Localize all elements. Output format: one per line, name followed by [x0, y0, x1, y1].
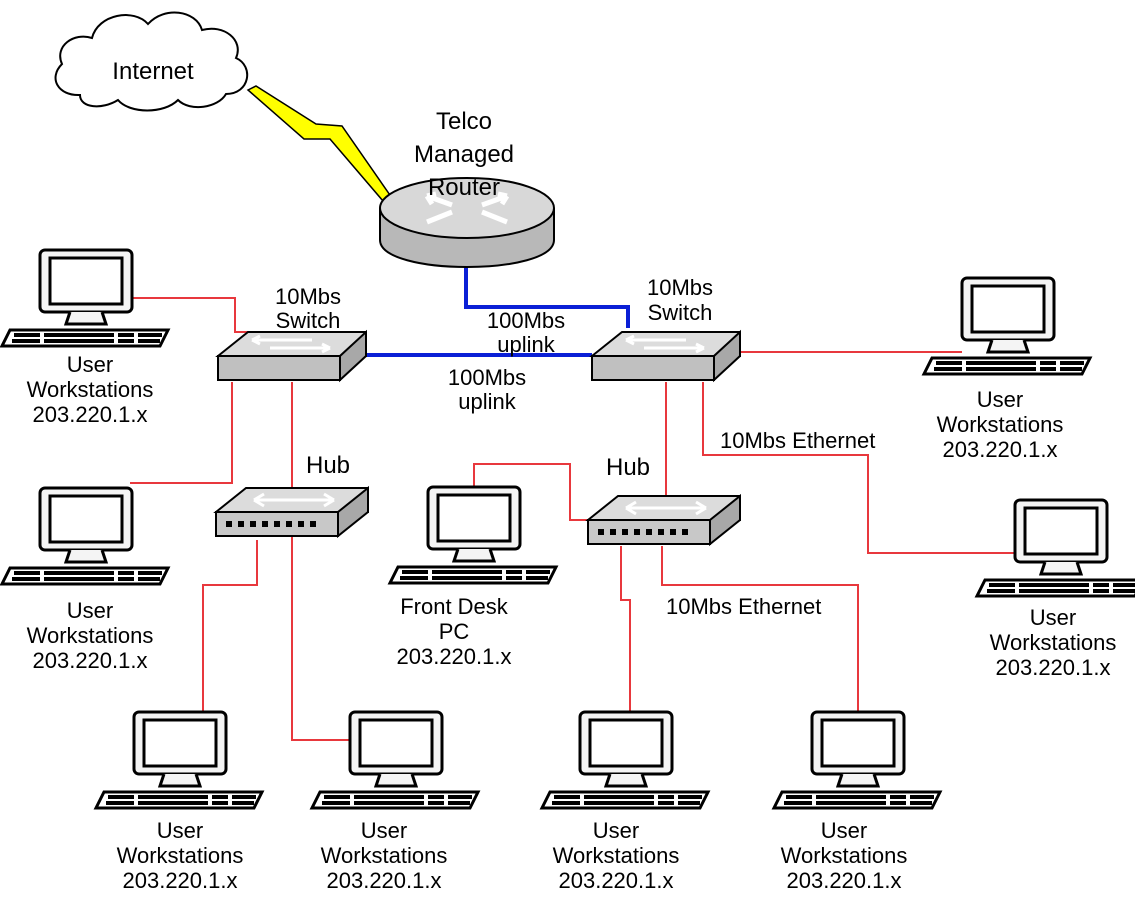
workstation-bottom1-icon	[94, 710, 264, 810]
svg-text:Workstations: Workstations	[321, 843, 448, 868]
svg-text:203.220.1.x: 203.220.1.x	[943, 437, 1058, 462]
workstation-bottom2-icon	[310, 710, 480, 810]
wan-lightning-icon	[246, 85, 394, 202]
link-pc-topleft	[130, 297, 256, 333]
link-pc-midleft	[130, 382, 233, 484]
workstation-bottom3-label: User Workstations 203.220.1.x	[553, 818, 680, 893]
workstation-righttop-label: User Workstations 203.220.1.x	[937, 387, 1064, 462]
workstation-bottom4-label: User Workstations 203.220.1.x	[781, 818, 908, 893]
svg-text:User: User	[361, 818, 407, 843]
svg-text:User: User	[67, 598, 113, 623]
workstation-bottom2-label: User Workstations 203.220.1.x	[321, 818, 448, 893]
svg-text:User: User	[821, 818, 867, 843]
svg-text:Workstations: Workstations	[553, 843, 680, 868]
internet-label: Internet	[112, 58, 194, 85]
svg-text:PC: PC	[439, 619, 470, 644]
svg-text:User: User	[977, 387, 1023, 412]
hub-left-label: Hub	[306, 452, 350, 479]
workstation-bottom3-icon	[540, 710, 710, 810]
svg-text:Front Desk: Front Desk	[400, 594, 509, 619]
svg-text:100Mbs: 100Mbs	[487, 308, 565, 333]
svg-text:Workstations: Workstations	[117, 843, 244, 868]
link-hub-left-to-pc1	[202, 540, 258, 722]
svg-text:Router: Router	[428, 174, 500, 201]
svg-text:Workstations: Workstations	[27, 377, 154, 402]
hub-right-icon	[586, 494, 742, 546]
link-hub-right-to-pc4	[661, 546, 859, 712]
front-desk-pc-icon	[388, 485, 558, 585]
uplink-switch-label: 100Mbs uplink	[448, 365, 526, 414]
svg-text:203.220.1.x: 203.220.1.x	[787, 868, 902, 893]
svg-text:203.220.1.x: 203.220.1.x	[397, 644, 512, 669]
svg-text:10Mbs: 10Mbs	[647, 275, 713, 300]
svg-text:Switch: Switch	[648, 300, 713, 325]
svg-text:Workstations: Workstations	[990, 630, 1117, 655]
switch-left-label: 10Mbs Switch	[275, 284, 341, 333]
link-hub-right-to-pc3	[620, 546, 631, 712]
link-switch-right-to-farright-pc	[702, 382, 1015, 554]
svg-text:User: User	[157, 818, 203, 843]
svg-text:203.220.1.x: 203.220.1.x	[33, 402, 148, 427]
svg-text:203.220.1.x: 203.220.1.x	[327, 868, 442, 893]
svg-text:203.220.1.x: 203.220.1.x	[33, 648, 148, 673]
internet-cloud: Internet	[54, 11, 249, 112]
svg-text:203.220.1.x: 203.220.1.x	[123, 868, 238, 893]
ethernet-top-label: 10Mbs Ethernet	[720, 428, 875, 453]
svg-text:uplink: uplink	[458, 389, 516, 414]
svg-text:User: User	[67, 352, 113, 377]
svg-text:203.220.1.x: 203.220.1.x	[996, 655, 1111, 680]
svg-text:Telco: Telco	[436, 108, 492, 135]
hub-right-label: Hub	[606, 454, 650, 481]
svg-text:100Mbs: 100Mbs	[448, 365, 526, 390]
svg-text:Workstations: Workstations	[937, 412, 1064, 437]
workstation-farright-label: User Workstations 203.220.1.x	[990, 605, 1117, 680]
workstation-midleft-label: User Workstations 203.220.1.x	[27, 598, 154, 673]
uplink-links	[366, 262, 630, 357]
workstation-righttop-icon	[922, 276, 1092, 376]
front-desk-pc-label: Front Desk PC 203.220.1.x	[397, 594, 512, 669]
svg-text:Switch: Switch	[276, 308, 341, 333]
switch-right-icon	[590, 330, 742, 382]
svg-text:User: User	[1030, 605, 1076, 630]
workstation-bottom1-label: User Workstations 203.220.1.x	[117, 818, 244, 893]
uplink-router-label: 100Mbs uplink	[487, 308, 565, 357]
router-icon	[379, 177, 555, 268]
svg-text:Workstations: Workstations	[27, 623, 154, 648]
workstation-bottom4-icon	[772, 710, 942, 810]
link-frontdesk-to-hub	[473, 463, 590, 521]
hub-left-icon	[214, 486, 370, 538]
svg-text:User: User	[593, 818, 639, 843]
workstation-midleft-icon	[0, 486, 170, 586]
ethernet-bottom-label: 10Mbs Ethernet	[666, 594, 821, 619]
svg-text:10Mbs: 10Mbs	[275, 284, 341, 309]
uplink-router-to-switch	[464, 262, 630, 328]
workstation-topleft-label: User Workstations 203.220.1.x	[27, 352, 154, 427]
switch-left-icon	[216, 330, 368, 382]
router-label: Telco Managed Router	[414, 108, 514, 201]
switch-right-label: 10Mbs Switch	[647, 275, 713, 325]
svg-text:Workstations: Workstations	[781, 843, 908, 868]
workstation-farright-icon	[975, 498, 1135, 598]
svg-text:203.220.1.x: 203.220.1.x	[559, 868, 674, 893]
svg-text:uplink: uplink	[497, 332, 555, 357]
svg-text:Managed: Managed	[414, 141, 514, 168]
link-switch-to-bottom-pc2	[291, 382, 356, 741]
